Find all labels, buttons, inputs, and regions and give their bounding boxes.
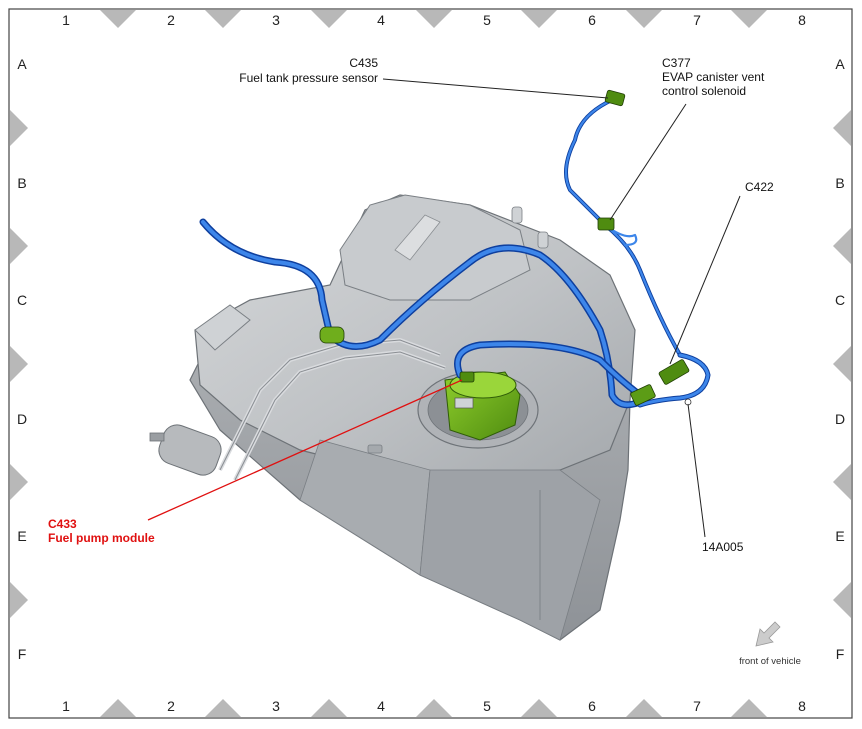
right-edge-marker: [833, 110, 851, 146]
connector-c422-icon: [658, 359, 690, 385]
left-edge-marker: [10, 346, 28, 382]
fuel-line-left-edge: [219, 339, 441, 471]
callout-c435-desc: Fuel tank pressure sensor: [239, 71, 378, 85]
pump-outlet: [454, 397, 474, 409]
top-edge-marker: [626, 10, 662, 28]
row-label-left: C: [17, 292, 27, 308]
connector-c433-icon: [459, 371, 475, 383]
tank-left-cap: [194, 304, 251, 351]
tank-fitting: [511, 206, 523, 224]
col-label-top: 6: [588, 12, 596, 28]
top-edge-marker: [205, 10, 241, 28]
col-label-bottom: 4: [377, 698, 385, 714]
column-labels-top: 1 2 3 4 5 6 7 8: [62, 12, 806, 28]
col-label-top: 8: [798, 12, 806, 28]
front-arrow-icon: [755, 621, 781, 647]
col-label-bottom: 2: [167, 698, 175, 714]
grid-markers: [10, 10, 851, 717]
top-edge-marker: [731, 10, 767, 28]
top-edge-marker: [416, 10, 452, 28]
tank-rib: [394, 214, 441, 261]
callout-c377-code: C377: [662, 56, 691, 70]
col-label-bottom: 6: [588, 698, 596, 714]
top-edge-marker: [521, 10, 557, 28]
leader-c435: [382, 78, 609, 99]
left-edge-marker: [10, 110, 28, 146]
right-edge-marker: [833, 346, 851, 382]
top-edge-marker: [311, 10, 347, 28]
col-label-top: 4: [377, 12, 385, 28]
leader-c377: [609, 103, 687, 221]
evap-canister: [149, 424, 222, 476]
callout-c433-desc: Fuel pump module: [48, 531, 155, 545]
row-label-left: E: [17, 528, 26, 544]
col-label-top: 5: [483, 12, 491, 28]
row-label-left: A: [17, 56, 27, 72]
row-label-right: D: [835, 411, 845, 427]
connector-inline-icon: [630, 384, 656, 406]
leader-lines: [382, 78, 741, 538]
tank-fitting: [367, 444, 383, 454]
bottom-edge-marker: [731, 699, 767, 717]
connector-c435-icon: [604, 89, 626, 107]
tank-front-panel: [419, 469, 601, 641]
col-label-top: 3: [272, 12, 280, 28]
callout-c377-desc1: EVAP canister vent: [662, 70, 765, 84]
callout-c435-code: C435: [349, 56, 378, 70]
col-label-top: 7: [693, 12, 701, 28]
callout-14a005: 14A005: [702, 540, 744, 554]
front-of-vehicle-indicator: front of vehicle: [739, 621, 801, 667]
col-label-bottom: 7: [693, 698, 701, 714]
left-edge-marker: [10, 582, 28, 618]
row-labels-right: A B C D E F: [835, 56, 845, 662]
right-edge-marker: [833, 464, 851, 500]
callout-c433-code: C433: [48, 517, 77, 531]
top-edge-marker: [100, 10, 136, 28]
tank-fitting: [537, 231, 549, 249]
leader-14a005: [687, 403, 706, 538]
bottom-edge-marker: [311, 699, 347, 717]
row-label-right: A: [835, 56, 845, 72]
bottom-edge-marker: [205, 699, 241, 717]
left-edge-marker: [10, 464, 28, 500]
wiring-harness: [199, 98, 711, 409]
row-label-right: E: [835, 528, 844, 544]
bottom-edge-marker: [100, 699, 136, 717]
row-label-right: F: [836, 646, 845, 662]
callout-c422-code: C422: [745, 180, 774, 194]
row-labels-left: A B C D E F: [17, 56, 27, 662]
row-label-left: D: [17, 411, 27, 427]
harness-pump: [455, 342, 642, 397]
col-label-top: 2: [167, 12, 175, 28]
col-label-bottom: 3: [272, 698, 280, 714]
right-edge-marker: [833, 582, 851, 618]
row-label-right: C: [835, 292, 845, 308]
row-label-left: F: [18, 646, 27, 662]
callout-c377-desc2: control solenoid: [662, 84, 746, 98]
leader-c422: [669, 195, 741, 365]
harness-c422: [638, 353, 710, 407]
harness-branch: [564, 98, 682, 357]
connectors: [319, 89, 692, 406]
left-edge-marker: [10, 228, 28, 264]
front-of-vehicle-label: front of vehicle: [739, 656, 801, 667]
bottom-edge-marker: [626, 699, 662, 717]
harness-loop: [603, 223, 638, 247]
col-label-top: 1: [62, 12, 70, 28]
col-label-bottom: 8: [798, 698, 806, 714]
bottom-edge-marker: [416, 699, 452, 717]
row-label-right: B: [835, 175, 844, 191]
column-labels-bottom: 1 2 3 4 5 6 7 8: [62, 698, 806, 714]
leader-c433: [147, 379, 463, 521]
right-edge-marker: [833, 228, 851, 264]
connector-c377-icon: [597, 217, 615, 231]
bottom-edge-marker: [521, 699, 557, 717]
col-label-bottom: 5: [483, 698, 491, 714]
col-label-bottom: 1: [62, 698, 70, 714]
fuel-line-right-edge: [234, 351, 446, 481]
row-label-left: B: [17, 175, 26, 191]
connector-grommet-icon: [319, 326, 345, 344]
